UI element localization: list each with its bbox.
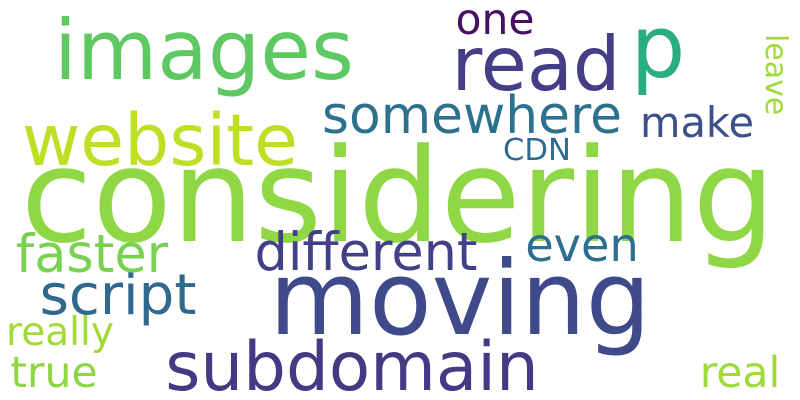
word-even: even: [525, 218, 639, 273]
word-true: true: [10, 348, 98, 398]
word-somewhere: somewhere: [322, 86, 622, 147]
word-one: one: [455, 0, 535, 45]
word-considering: considering: [20, 120, 776, 272]
word-p: p: [630, 0, 686, 99]
word-subdomain: subdomain: [165, 326, 539, 400]
word-different: different: [254, 221, 478, 283]
word-faster: faster: [15, 223, 169, 285]
word-cdn: CDN: [503, 132, 571, 168]
word-script: script: [39, 263, 197, 329]
word-real: real: [699, 348, 781, 398]
word-images: images: [54, 2, 354, 99]
word-make: make: [640, 98, 754, 148]
word-really: really: [6, 310, 114, 356]
word-read: read: [451, 19, 621, 108]
word-leave: leave: [758, 34, 793, 116]
word-moving: moving: [269, 239, 651, 359]
word-website: website: [21, 98, 299, 182]
